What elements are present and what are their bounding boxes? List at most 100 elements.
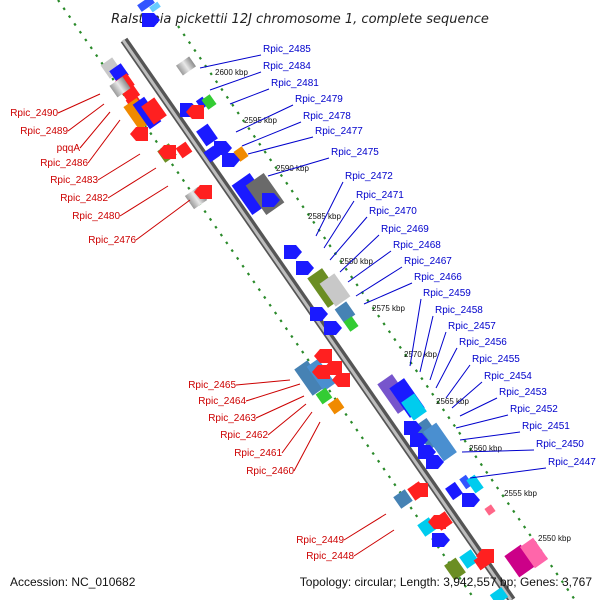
reverse-gene-arrow [332,373,350,387]
forward-gene-label: Rpic_2469 [381,224,429,235]
reverse-gene-label: Rpic_2461 [234,448,282,459]
forward-gene-label: Rpic_2477 [315,126,363,137]
forward-gene-label: Rpic_2451 [522,421,570,432]
gene-features [100,0,549,600]
label-leader-line [323,200,355,249]
label-leader-line [235,379,291,386]
label-leader-line [343,513,387,541]
label-leader-line [79,111,111,149]
label-leader-line [267,403,307,436]
label-leader-line [281,411,313,454]
gene-feature [121,85,141,103]
label-leader-line [461,449,535,453]
kbp-tick-label: 2580 kbp [340,257,373,266]
reverse-gene-label: Rpic_2462 [220,430,268,441]
gene-feature [196,123,218,147]
gene-feature [149,1,161,13]
forward-gene-label: Rpic_2453 [499,387,547,398]
label-leader-line [107,167,157,199]
gene-feature [393,489,413,509]
reverse-gene-label: Rpic_2483 [50,175,98,186]
forward-gene-label: Rpic_2452 [510,404,558,415]
forward-gene-arrow [214,141,232,155]
label-leader-line [339,234,380,273]
label-leader-line [135,199,191,241]
reverse-gene-label: Rpic_2489 [20,126,68,137]
forward-gene-arrow [310,307,328,321]
gene-feature [343,316,359,332]
forward-gene-arrow [142,13,160,27]
reverse-gene-arrow [476,549,494,563]
gene-feature [327,397,345,415]
forward-gene-label: Rpic_2481 [271,78,319,89]
reverse-gene-arrow [410,483,428,497]
gene-feature [109,76,131,98]
gene-feature [519,537,549,569]
forward-gene-arrow [262,193,280,207]
label-leader-line [293,421,321,472]
reverse-gene-arrow [314,349,332,363]
label-leader-line [429,331,447,381]
forward-gene-label: Rpic_2467 [404,256,452,267]
topology-summary: Topology: circular; Length: 3,942,557 bp… [300,575,593,589]
gene-feature [315,387,333,405]
reverse-gene-arrow [130,127,148,141]
forward-gene-label: Rpic_2475 [331,147,379,158]
gene-feature [175,141,193,159]
label-leader-line [459,397,498,417]
gene-feature [137,0,155,12]
label-leader-line [267,157,330,177]
label-leader-line [255,395,305,419]
reverse-gene-label: Rpic_2449 [296,535,344,546]
forward-gene-label: Rpic_2470 [369,206,417,217]
gene-feature [401,393,427,421]
reverse-gene-arrow [312,365,330,379]
reverse-gene-label: Rpic_2448 [306,551,354,562]
kbp-tick-label: 2565 kbp [436,397,469,406]
label-leader-line [199,54,262,69]
gene-labels: Rpic_2485Rpic_2484Rpic_2481Rpic_2479Rpic… [10,44,596,562]
label-leader-line [247,136,314,155]
forward-gene-label: Rpic_2459 [423,288,471,299]
kbp-tick-label: 2555 kbp [504,489,537,498]
reverse-gene-label: Rpic_2490 [10,108,58,119]
forward-gene-arrow [426,455,444,469]
forward-gene-arrow [222,153,240,167]
gene-feature [504,544,536,578]
map-title: Ralstonia pickettii 12J chromosome 1, co… [111,12,489,27]
gene-feature [444,557,466,581]
label-leader-line [119,185,169,217]
gene-feature [141,97,167,125]
label-leader-line [355,266,403,297]
forward-gene-label: Rpic_2468 [393,240,441,251]
reverse-gene-arrow [186,105,204,119]
accession-text: Accession: NC_010682 [10,575,136,589]
kbp-tick-label: 2585 kbp [308,212,341,221]
label-leader-line [347,250,392,283]
gene-feature [445,481,463,501]
label-leader-line [363,282,413,305]
label-leader-line [87,119,121,164]
label-leader-line [329,216,368,261]
label-leader-line [97,153,141,181]
gene-feature [459,474,473,490]
reverse-gene-label: Rpic_2465 [188,380,236,391]
forward-gene-arrow [404,421,422,435]
label-leader-line [409,298,422,367]
reverse-gene-label: Rpic_2486 [40,158,88,169]
gene-feature [489,587,509,600]
label-leader-line [445,364,471,399]
kbp-tick-label: 2560 kbp [469,444,502,453]
reverse-gene-label: Rpic_2476 [88,235,136,246]
label-leader-line [419,315,434,373]
gene-feature [195,96,209,110]
forward-gene-label: Rpic_2484 [263,61,311,72]
label-leader-line [435,347,458,389]
label-leader-line [67,103,105,132]
gene-feature [294,360,326,396]
forward-gene-label: Rpic_2455 [472,354,520,365]
forward-gene-label: Rpic_2447 [548,457,596,468]
forward-gene-label: Rpic_2466 [414,272,462,283]
forward-gene-label: Rpic_2479 [295,94,343,105]
label-leader-line [235,104,294,133]
